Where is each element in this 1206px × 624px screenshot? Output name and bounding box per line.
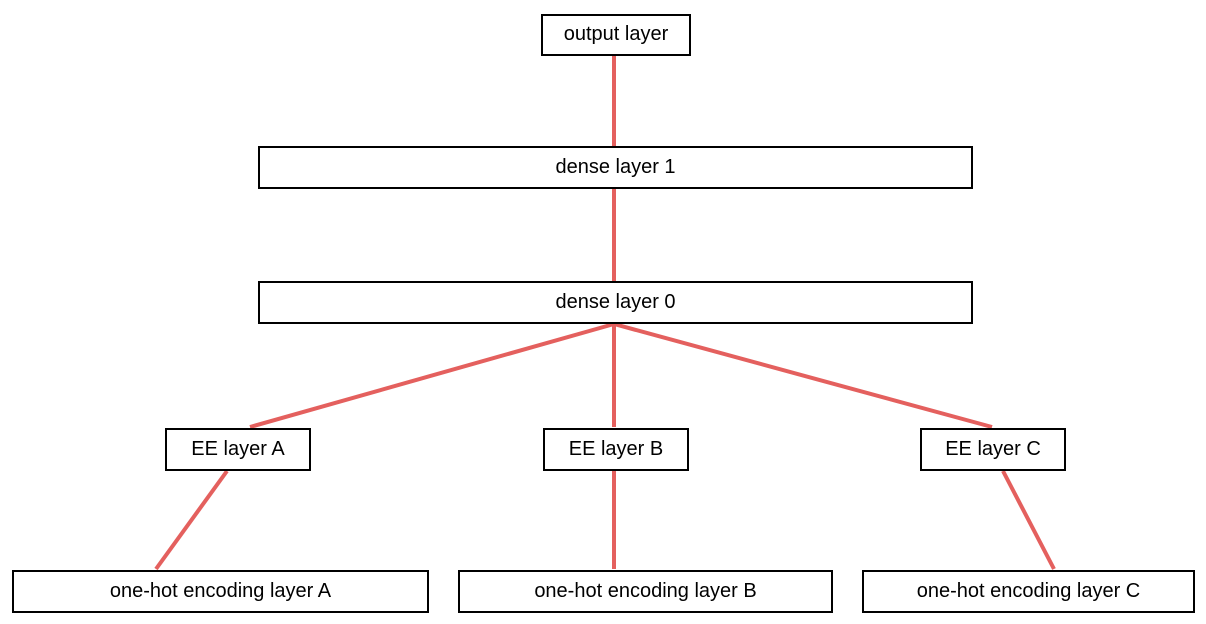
node-onehot-layer-a[interactable]: one-hot encoding layer A xyxy=(12,570,429,613)
node-output-layer[interactable]: output layer xyxy=(541,14,691,56)
edge-ee-a-to-dense0 xyxy=(249,322,615,429)
node-ee-layer-b-label: EE layer B xyxy=(568,437,664,460)
edge-onehot-c-to-ee-c xyxy=(1001,470,1056,570)
node-ee-layer-c[interactable]: EE layer C xyxy=(920,428,1066,471)
node-dense-layer-0[interactable]: dense layer 0 xyxy=(258,281,973,324)
node-onehot-layer-b-label: one-hot encoding layer B xyxy=(534,579,757,602)
node-onehot-layer-b[interactable]: one-hot encoding layer B xyxy=(458,570,833,613)
node-ee-layer-a-label: EE layer A xyxy=(191,437,285,460)
edge-ee-c-to-dense0 xyxy=(613,322,993,429)
node-onehot-layer-c-label: one-hot encoding layer C xyxy=(916,579,1141,602)
node-ee-layer-c-label: EE layer C xyxy=(945,437,1041,460)
node-ee-layer-a[interactable]: EE layer A xyxy=(165,428,311,471)
node-onehot-layer-a-label: one-hot encoding layer A xyxy=(109,579,332,602)
node-output-layer-label: output layer xyxy=(563,23,669,45)
node-dense-layer-1[interactable]: dense layer 1 xyxy=(258,146,973,189)
node-dense-layer-0-label: dense layer 0 xyxy=(555,290,676,313)
node-ee-layer-b[interactable]: EE layer B xyxy=(543,428,689,471)
edge-onehot-a-to-ee-a xyxy=(154,469,229,571)
node-onehot-layer-c[interactable]: one-hot encoding layer C xyxy=(862,570,1195,613)
node-dense-layer-1-label: dense layer 1 xyxy=(555,155,676,178)
